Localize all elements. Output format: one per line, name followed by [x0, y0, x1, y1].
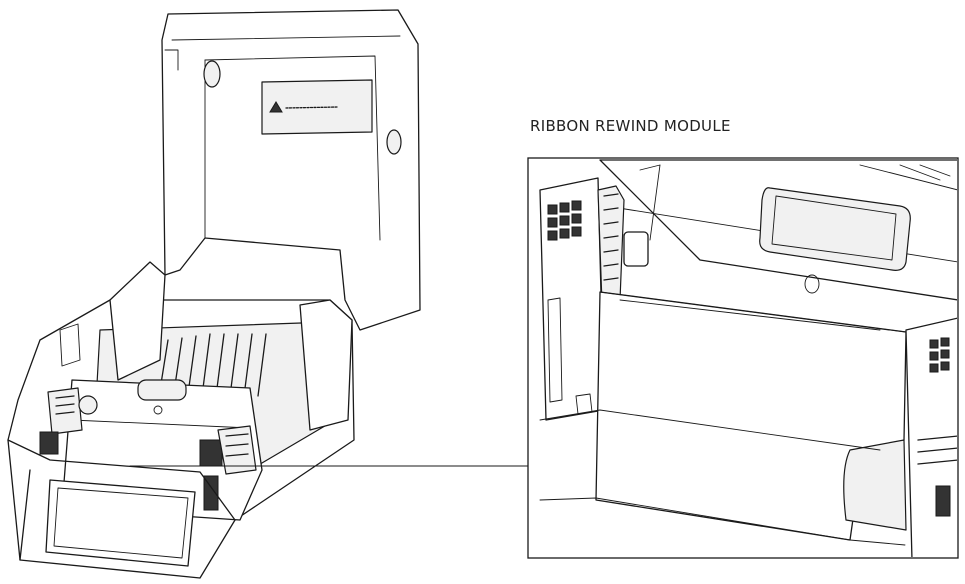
brand-logo-icon	[269, 101, 283, 113]
lid-hinge-right-icon	[386, 129, 402, 155]
latch-right	[199, 439, 223, 467]
printer-body	[7, 9, 421, 579]
media-holder-left	[109, 261, 166, 381]
detail-spindle	[623, 231, 649, 267]
detail-toothed-wheel	[597, 185, 625, 305]
ribbon-window-slot	[137, 379, 187, 401]
detail-gear-grip	[547, 200, 582, 241]
front-window	[45, 479, 196, 567]
callout-title: RIBBON REWIND MODULE	[530, 117, 731, 135]
detail-window-slot	[759, 187, 911, 271]
latch-left	[39, 431, 59, 455]
lid-hinge-left-icon	[203, 60, 221, 88]
callout-detail	[527, 157, 959, 559]
media-holder-right	[299, 299, 353, 431]
rewind-gear-left	[47, 387, 83, 435]
